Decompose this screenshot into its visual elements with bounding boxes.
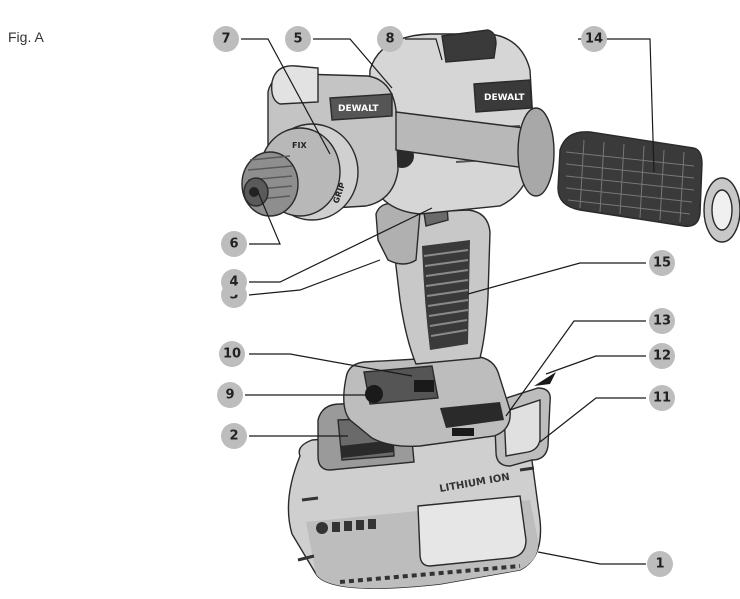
leader-line-6 [249, 191, 281, 245]
leader-line-7 [241, 38, 331, 155]
svg-text:9: 9 [225, 388, 234, 403]
leader-line-3 [248, 259, 381, 296]
svg-text:4: 4 [229, 275, 238, 290]
callout-10: 10 [219, 341, 245, 367]
chuck-mode-label: FIX [292, 141, 307, 150]
callout-8: 8 [377, 26, 403, 52]
figure-label: Fig. A [8, 29, 44, 45]
svg-text:6: 6 [229, 237, 238, 252]
callout-15: 15 [649, 250, 675, 276]
side-handle [395, 107, 740, 243]
svg-text:5: 5 [293, 32, 302, 47]
leader-line-11 [539, 397, 646, 443]
svg-text:8: 8 [385, 32, 394, 47]
leader-line-4 [249, 207, 433, 283]
arrow-marker [534, 372, 556, 386]
callout-6: 6 [221, 231, 247, 257]
callout-13: 13 [649, 308, 675, 334]
tool-foot [343, 355, 511, 448]
callout-1: 1 [647, 551, 673, 577]
callout-5: 5 [285, 26, 311, 52]
leader-line-5 [313, 38, 393, 89]
battery-pack: LITHIUM ION [287, 401, 542, 589]
leader-line-15 [467, 262, 646, 295]
leader-line-13 [505, 320, 646, 417]
svg-text:2: 2 [229, 429, 238, 444]
callouts: 1 2 3 4 5 6 7 8 [213, 26, 675, 577]
svg-text:13: 13 [653, 314, 671, 329]
leader-line-12 [545, 355, 646, 375]
drill-illustration: LITHIUM ION [241, 29, 740, 589]
leader-line-8 [405, 38, 443, 61]
svg-text:10: 10 [223, 347, 241, 362]
callout-14: 14 [581, 26, 607, 52]
svg-text:1: 1 [655, 557, 664, 572]
callout-12: 12 [649, 343, 675, 369]
brand-logo-rear: DEWALT [484, 93, 525, 103]
callout-2: 2 [221, 423, 247, 449]
brand-logo-front: DEWALT [338, 104, 379, 114]
callout-11: 11 [649, 385, 675, 411]
callout-4: 4 [221, 269, 247, 295]
svg-text:15: 15 [653, 256, 671, 271]
svg-text:14: 14 [585, 32, 603, 47]
callout-9: 9 [217, 382, 243, 408]
svg-text:12: 12 [653, 349, 671, 364]
svg-text:7: 7 [221, 32, 230, 47]
leader-line-10 [249, 353, 413, 377]
chuck-assembly: FIX GRIP [241, 123, 359, 221]
callout-7: 7 [213, 26, 239, 52]
leader-line-1 [537, 551, 646, 565]
svg-text:11: 11 [653, 391, 671, 406]
fuel-gauge [316, 519, 376, 534]
